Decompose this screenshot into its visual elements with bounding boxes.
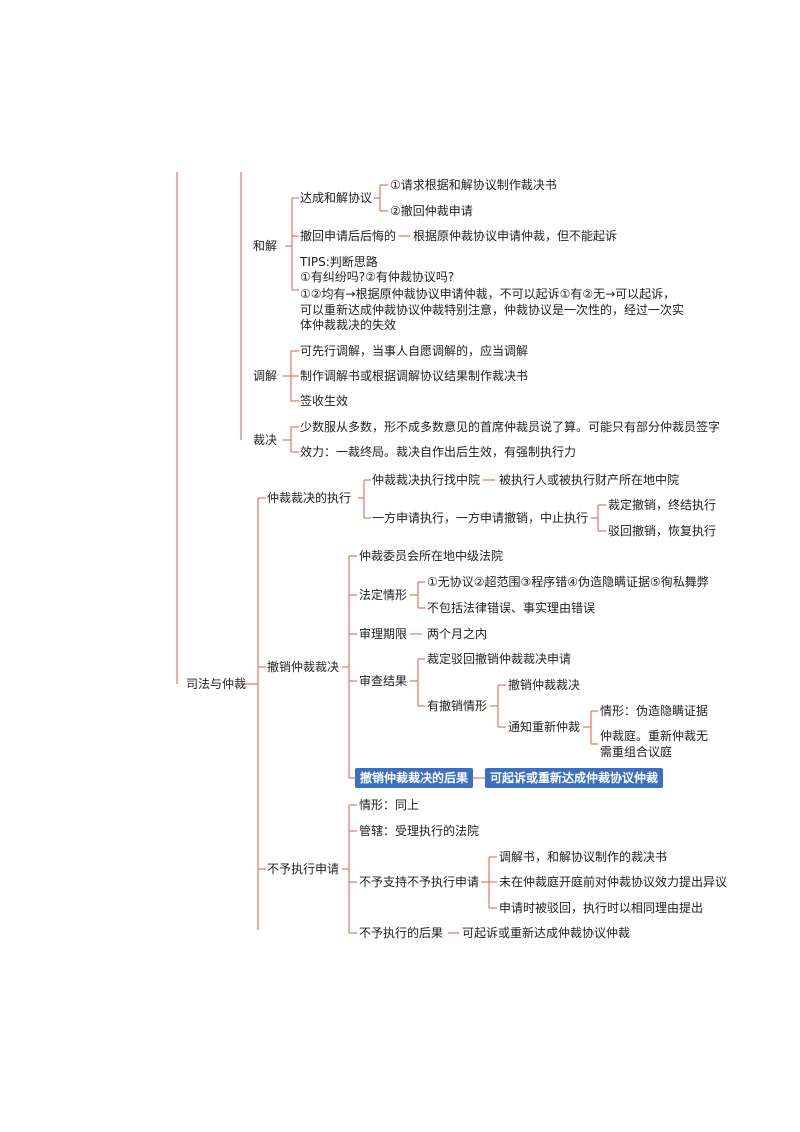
node-buyu-consequence[interactable]: 不予执行的后果 [359, 926, 444, 940]
node-buzhichi-item-1[interactable]: 调解书，和解协议制作的裁决书 [499, 850, 668, 864]
node-buyu-consequence-result[interactable]: 可起诉或重新达成仲裁协议仲裁 [462, 926, 631, 940]
node-zhixing-oneside-item-1[interactable]: 裁定撤销，终结执行 [608, 498, 717, 512]
node-chexiao-consequence[interactable]: 撤销仲裁裁决的后果 [355, 768, 474, 788]
node-zhixing-oneside-item-2[interactable]: 驳回撤销，恢复执行 [608, 524, 717, 538]
tips-line-1: TIPS:判断思路 [300, 255, 378, 269]
node-shencha-reject[interactable]: 裁定驳回撤销仲裁裁决申请 [427, 652, 572, 666]
node-caijue-item-2[interactable]: 效力：一裁终局。裁决自作出后生效，有强制执行力 [300, 445, 577, 459]
node-youqing-cancel[interactable]: 撤销仲裁裁决 [508, 678, 581, 692]
node-chehui[interactable]: 撤回申请后后悔的 [300, 229, 397, 243]
node-buyu[interactable]: 不予执行申请 [267, 862, 340, 876]
node-zhixing-court[interactable]: 仲裁裁决执行找中院 [372, 473, 481, 487]
node-zhixing-oneside[interactable]: 一方申请执行，一方申请撤销，中止执行 [372, 511, 589, 525]
node-shencha[interactable]: 审查结果 [359, 674, 408, 688]
node-tiaojie[interactable]: 调解 [253, 369, 278, 383]
node-buyu-qingxing[interactable]: 情形：同上 [359, 798, 420, 812]
node-tiaojie-item-3[interactable]: 签收生效 [300, 394, 349, 408]
node-dacheng[interactable]: 达成和解协议 [300, 191, 373, 205]
tips-line-5: 体仲裁裁决的失效 [300, 318, 397, 332]
tips-line-3: ①②均有→根据原仲裁协议申请仲裁，不可以起诉①有②无→可以起诉， [300, 287, 676, 301]
node-fading[interactable]: 法定情形 [359, 588, 408, 602]
node-notify-item-1[interactable]: 情形：伪造隐瞒证据 [600, 704, 709, 718]
node-buzhichi-item-2[interactable]: 未在仲裁庭开庭前对仲裁协议效力提出异议 [499, 875, 728, 889]
node-chexiao-consequence-result[interactable]: 可起诉或重新达成仲裁协议仲裁 [485, 768, 664, 788]
node-notify[interactable]: 通知重新仲裁 [508, 720, 581, 734]
node-caijue[interactable]: 裁决 [253, 433, 278, 447]
node-chexiao-court[interactable]: 仲裁委员会所在地中级法院 [359, 549, 504, 563]
node-hejie[interactable]: 和解 [253, 239, 278, 253]
node-zhixing-court-result[interactable]: 被执行人或被执行财产所在地中院 [499, 473, 680, 487]
node-notify-item-2[interactable]: 仲裁庭。重新仲裁无需重组合议庭 [600, 729, 709, 759]
node-tiaojie-item-1[interactable]: 可先行调解，当事人自愿调解的，应当调解 [300, 344, 529, 358]
node-qixian[interactable]: 审理期限 [359, 627, 408, 641]
node-chehui-result[interactable]: 根据原仲裁协议申请仲裁，但不能起诉 [413, 229, 618, 243]
node-zhixing[interactable]: 仲裁裁决的执行 [267, 491, 352, 505]
node-dacheng-item-1[interactable]: ①请求根据和解协议制作裁决书 [390, 178, 557, 192]
node-youqing[interactable]: 有撤销情形 [427, 699, 488, 713]
node-fading-item-2[interactable]: 不包括法律错误、事实理由错误 [427, 601, 596, 615]
tips-line-4: 可以重新达成仲裁协议仲裁特别注意，仲裁协议是一次性的，经过一次实 [300, 303, 685, 317]
node-dacheng-item-2[interactable]: ②撤回仲裁申请 [390, 204, 473, 218]
node-buzhichi-item-3[interactable]: 申请时被驳回，执行时以相同理由提出 [499, 901, 704, 915]
node-tiaojie-item-2[interactable]: 制作调解书或根据调解协议结果制作裁决书 [300, 369, 529, 383]
node-buzhichi[interactable]: 不予支持不予执行申请 [359, 875, 480, 889]
root-node[interactable]: 司法与仲裁 [186, 677, 247, 691]
tips-line-2: ①有纠纷吗?②有仲裁协议吗? [300, 270, 455, 284]
node-qixian-result[interactable]: 两个月之内 [427, 627, 488, 641]
node-fading-item-1[interactable]: ①无协议②超范围③程序错④伪造隐瞒证据⑤徇私舞弊 [427, 575, 709, 589]
node-chexiao[interactable]: 撤销仲裁裁决 [267, 660, 340, 674]
node-caijue-item-1[interactable]: 少数服从多数，形不成多数意见的首席仲裁员说了算。可能只有部分仲裁员签字 [300, 420, 721, 434]
node-buyu-guanxia[interactable]: 管辖：受理执行的法院 [359, 824, 480, 838]
